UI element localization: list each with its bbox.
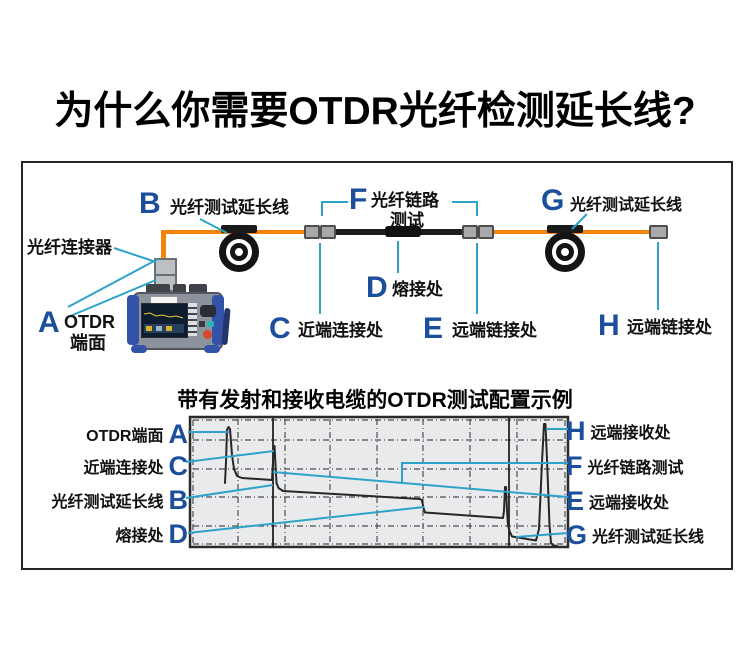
- launch-spool-clip: [221, 225, 257, 233]
- callout-bracket-f-left: [321, 201, 348, 216]
- chart-label-text: 光纤测试延长线: [51, 494, 164, 511]
- chart-callout-f: [401, 462, 568, 484]
- near-connector-left: [304, 225, 320, 239]
- near-connector-right: [320, 225, 336, 239]
- chart-title: 带有发射和接收电缆的OTDR测试配置示例: [177, 389, 573, 412]
- chart-label-letter: H: [566, 415, 586, 446]
- chart-label-row: H 远端接收处: [566, 416, 671, 446]
- chart-callout-g: [515, 532, 569, 538]
- chart-label-row: E 远端接收处: [566, 486, 669, 516]
- label-g: 光纤测试延长线: [570, 197, 683, 214]
- chart-label-text: 近端连接处: [83, 460, 164, 477]
- receive-spool: [545, 232, 585, 272]
- chart-label-letter: A: [168, 418, 189, 449]
- receive-spool-hub: [556, 243, 574, 261]
- chart-label-text: 远端接收处: [590, 425, 671, 442]
- chart-callout-c: [185, 450, 275, 463]
- fiber-connector-label: 光纤连接器: [27, 238, 112, 257]
- chart-label-letter: F: [566, 450, 583, 481]
- marker-d: D: [366, 271, 388, 304]
- otdr-screen: [141, 303, 188, 338]
- otdr-foot-left: [131, 345, 147, 353]
- chart-callout-d: [187, 506, 425, 534]
- orange-fiber-vertical: [161, 232, 166, 259]
- chart-label-row: G 光纤测试延长线: [566, 520, 704, 550]
- chart-callout-lines: [185, 428, 569, 538]
- callout-line-a1: [67, 258, 159, 308]
- otdr-top-port: [173, 284, 186, 294]
- otdr-screen-trace: [143, 312, 184, 333]
- chart-label-letter: D: [168, 518, 189, 549]
- splice-bulge: [385, 226, 421, 237]
- chart-label-text: 光纤链路测试: [587, 460, 684, 477]
- marker-g: G: [541, 184, 565, 217]
- chart-label-row: 熔接处 D: [115, 519, 188, 549]
- otdr-foot-right: [204, 345, 220, 353]
- chart-label-text: 熔接处: [115, 528, 164, 545]
- otdr-nav-button: [200, 305, 216, 317]
- otdr-top-port: [189, 284, 207, 294]
- marker-c: C: [269, 312, 291, 345]
- otdr-teal-button: [207, 321, 214, 327]
- callout-line-a2: [67, 279, 157, 318]
- label-h: 远端链接处: [627, 318, 712, 337]
- page-title: 为什么你需要OTDR光纤检测延长线?: [54, 90, 696, 133]
- marker-a: A: [38, 306, 60, 339]
- chart-label-text: 远端接收处: [589, 495, 670, 512]
- label-e: 远端链接处: [452, 321, 537, 340]
- label-f-line2: 测试: [390, 211, 424, 230]
- chart-label-letter: E: [566, 485, 585, 516]
- label-b: 光纤测试延长线: [170, 198, 289, 217]
- far-connector-right: [478, 225, 494, 239]
- end-connector: [649, 225, 668, 239]
- otdr-trace-chart: [185, 415, 570, 549]
- chart-label-text: OTDR端面: [86, 428, 164, 445]
- far-connector-left: [462, 225, 478, 239]
- receive-spool-clip: [547, 225, 583, 233]
- otdr-small-button: [199, 321, 205, 327]
- chart-label-row: F 光纤链路测试: [566, 451, 684, 481]
- callout-line-b: [199, 218, 228, 234]
- chart-callout-e: [272, 471, 569, 498]
- top-callout-lines: [67, 201, 659, 318]
- callout-bracket-f-right: [452, 201, 478, 216]
- label-c: 近端连接处: [298, 321, 383, 340]
- chart-label-row: 光纤测试延长线 B: [51, 485, 188, 515]
- marker-f: F: [349, 183, 368, 216]
- launch-spool-hub: [230, 243, 248, 261]
- label-a-line1: OTDR: [64, 312, 115, 332]
- marker-e: E: [423, 312, 444, 345]
- launch-spool: [219, 232, 259, 272]
- chart-label-row: OTDR端面 A: [86, 419, 188, 449]
- chart-callout-b: [185, 484, 274, 499]
- label-d: 熔接处: [392, 280, 443, 299]
- callout-line-g: [571, 213, 588, 230]
- callout-line-fiber-connector: [113, 247, 157, 263]
- marker-b: B: [139, 187, 161, 220]
- otdr-bumper-left: [127, 295, 139, 345]
- chart-label-letter: C: [168, 450, 189, 481]
- chart-label-letter: G: [566, 519, 588, 550]
- label-f-line1: 光纤链路: [371, 191, 439, 210]
- chart-label-row: 近端连接处 C: [83, 451, 188, 481]
- otdr-top-port: [146, 284, 170, 294]
- otdr-power-button: [203, 330, 212, 339]
- label-a-line2: 端面: [70, 333, 106, 353]
- chart-label-letter: B: [168, 484, 189, 515]
- chart-grid: [192, 419, 566, 545]
- otdr-softkey-column: [188, 303, 197, 336]
- chart-label-text: 光纤测试延长线: [592, 529, 705, 546]
- marker-h: H: [598, 309, 620, 342]
- fiber-connector-split: [156, 274, 175, 276]
